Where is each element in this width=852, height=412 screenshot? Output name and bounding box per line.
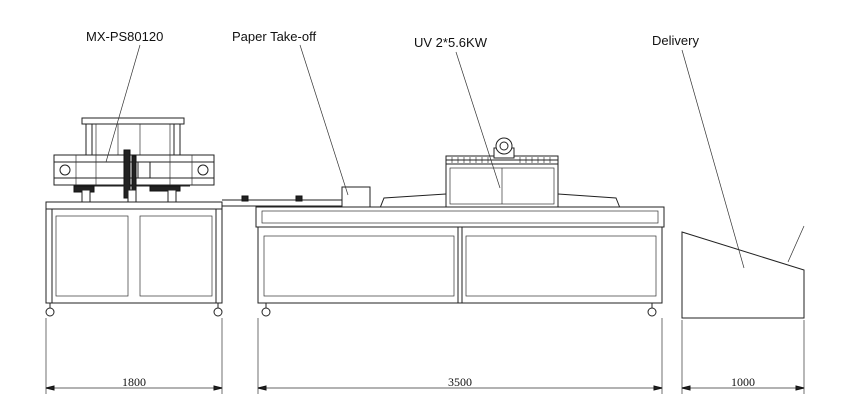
uv-conveyor-unit [255, 137, 665, 317]
uv-vent-grille [451, 157, 551, 163]
dimension-delivery: 1000 [731, 375, 755, 389]
callouts: MX-PS80120 Paper Take-off UV 2*5.6KW Del… [86, 29, 745, 269]
printer-unit [45, 117, 223, 317]
dimension-lines: 1800 3500 1000 [45, 318, 805, 394]
delivery-unit [681, 225, 805, 319]
label-paper-takeoff: Paper Take-off [232, 29, 316, 44]
label-delivery: Delivery [652, 33, 699, 48]
fan-icon [495, 137, 513, 155]
label-printer-model: MX-PS80120 [86, 29, 163, 44]
dimension-printer: 1800 [122, 375, 146, 389]
dimension-conveyor: 3500 [448, 375, 472, 389]
transfer-rail [222, 195, 342, 207]
label-uv-lamp: UV 2*5.6KW [414, 35, 488, 50]
